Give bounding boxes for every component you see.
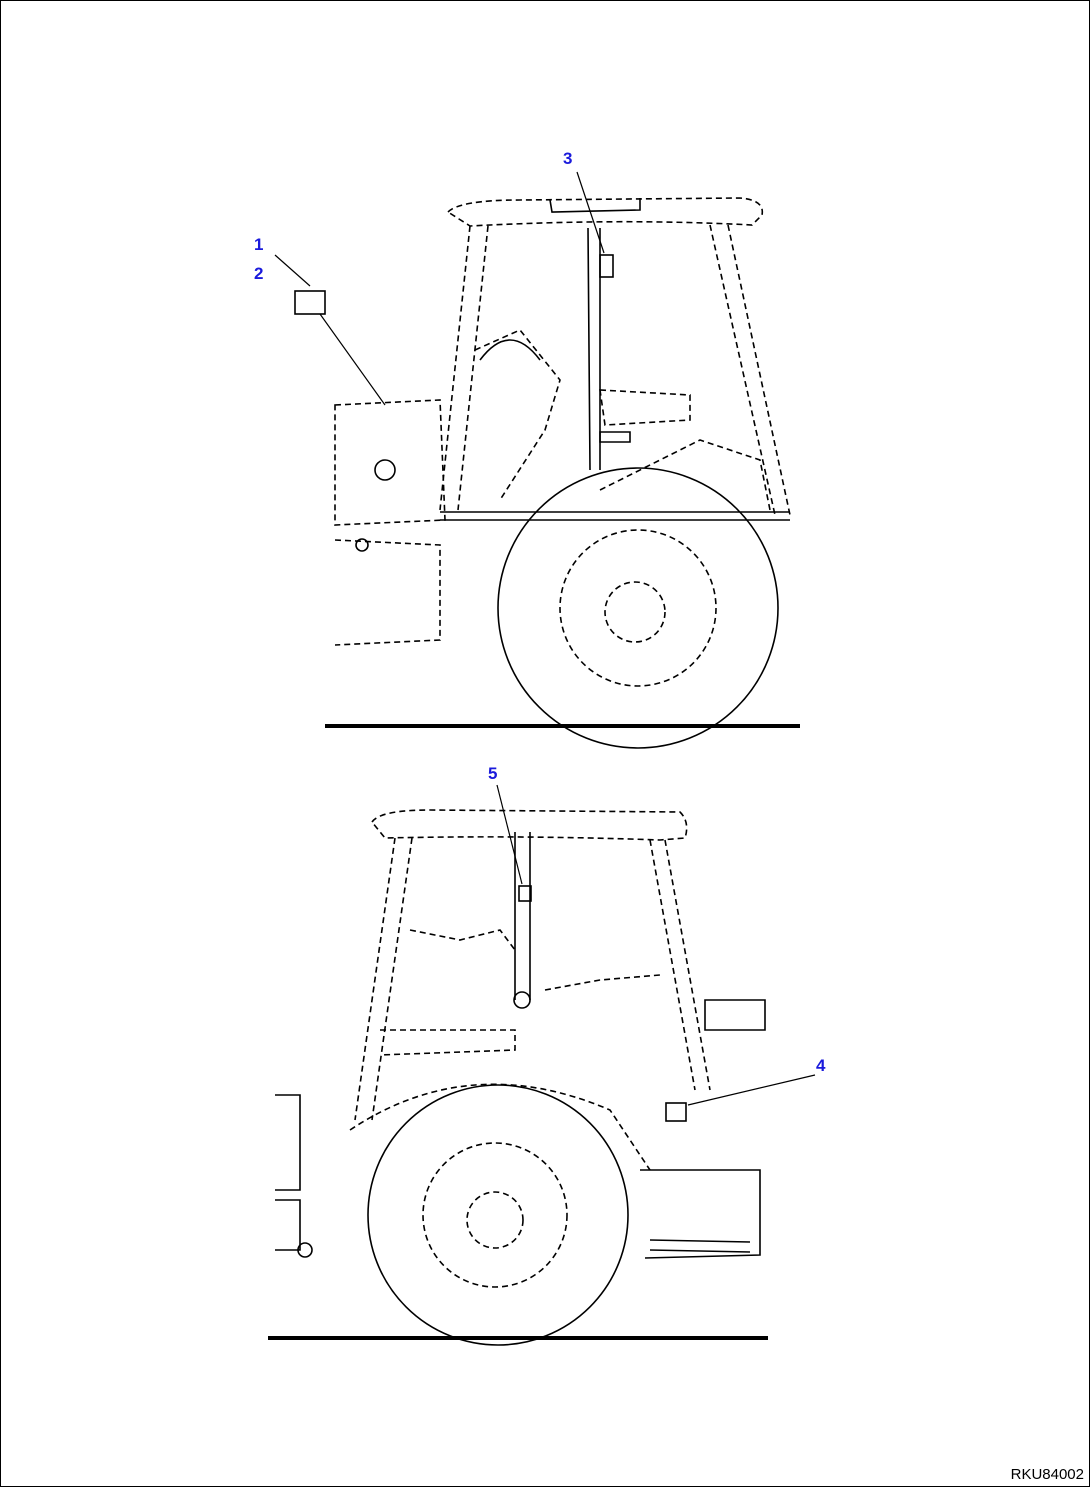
callout-2: 2 [254, 264, 264, 283]
rear-view [268, 784, 816, 1346]
callout-1: 1 [254, 235, 264, 254]
leader-1-2 [274, 254, 311, 287]
decal-1-2-marker [294, 290, 326, 315]
right-pillar-bottom [649, 839, 711, 1091]
drawing-code-label: RKU84002 [1010, 1466, 1084, 1483]
callout-4: 4 [816, 1056, 826, 1075]
rear-wheel-top [497, 467, 779, 749]
roof-vent-top [549, 198, 641, 213]
center-pillar [587, 227, 601, 471]
control-box [599, 431, 631, 443]
callout-3: 3 [563, 149, 573, 168]
rear-wheel-bottom [367, 1084, 629, 1346]
steering-column [474, 329, 561, 501]
step-lines [649, 1239, 751, 1253]
hood-bolt [374, 459, 396, 481]
side-view [274, 171, 800, 749]
rear-wheel-rim-bottom [422, 1142, 568, 1288]
rear-attachment-upper [275, 1094, 301, 1191]
front-fitting [355, 538, 369, 552]
front-frame [334, 539, 441, 646]
rear-pillar [709, 224, 791, 516]
decal-5-marker [518, 885, 532, 902]
side-light [704, 999, 766, 1031]
rear-attachment-lower [275, 1199, 301, 1251]
engine-hood [334, 399, 446, 526]
leader-5 [496, 784, 523, 885]
step-box [640, 1169, 761, 1259]
rear-wheel-hub-bottom [466, 1191, 524, 1249]
steering-wheel [479, 339, 541, 361]
rear-wheel-rim-top [559, 529, 717, 687]
rear-fender-outline [599, 439, 771, 511]
window-reflection-right [544, 974, 661, 991]
dashboard-line [379, 1029, 516, 1056]
leader-1-2-target [319, 313, 386, 406]
cab-floor [440, 511, 790, 521]
window-reflection-left [409, 929, 516, 951]
pillar-fitting [513, 991, 531, 1009]
fender-bottom [349, 1083, 651, 1171]
front-pillar [439, 225, 489, 511]
callout-5: 5 [488, 764, 498, 783]
seat-outline [599, 389, 691, 426]
leader-4 [687, 1074, 816, 1106]
attachment-pin [297, 1242, 313, 1258]
cab-roof-top [446, 197, 764, 227]
decal-4-marker [665, 1102, 687, 1122]
center-pillar-bottom [514, 832, 531, 1000]
left-pillar-bottom [354, 837, 413, 1121]
rear-wheel-hub-top [604, 581, 666, 643]
decal-3-marker [599, 254, 614, 278]
leader-3 [576, 171, 605, 254]
